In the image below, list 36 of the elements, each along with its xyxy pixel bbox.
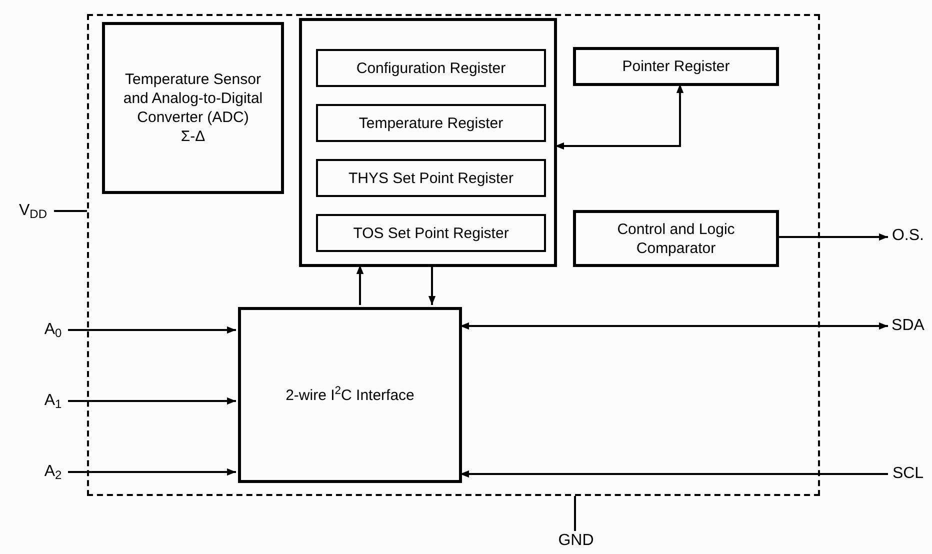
block-label: Control and Logic Comparator: [616, 220, 736, 258]
pin-label: A$_{0}$: [38, 318, 68, 342]
block-label: Temperature Register: [358, 114, 504, 132]
pin-label: A$_{1}$: [38, 389, 68, 413]
block-label: TOS Set Point Register: [353, 224, 509, 242]
block-box: [316, 159, 546, 197]
block-label: THYS Set Point Register: [348, 168, 514, 188]
block-box: [316, 49, 546, 87]
connector-arrow: [356, 265, 364, 305]
pin-label: GND: [556, 531, 596, 551]
connector-arrow: [460, 470, 888, 478]
chip-boundary: [87, 14, 820, 496]
connector-arrow: [68, 468, 236, 476]
connector-arrow: [68, 326, 236, 334]
block-label: Configuration Register: [356, 58, 506, 78]
block-box: [573, 210, 779, 267]
block-box: [573, 47, 779, 86]
pin-label: SCL: [888, 463, 928, 485]
block-label: Pointer Register: [622, 57, 730, 76]
pin-label: O.S.: [888, 225, 928, 247]
pin-label: A$_{2}$: [38, 460, 68, 484]
connector-arrow: [460, 322, 888, 330]
pin-label: SDA: [888, 315, 928, 337]
pin-label: V$_{DD}$: [12, 199, 54, 223]
connector-arrow: [68, 397, 236, 405]
block-box: [238, 307, 462, 483]
connector-arrow: [428, 265, 436, 305]
connector-arrow: [555, 84, 684, 150]
block-box: [316, 214, 546, 252]
block-box: [102, 22, 284, 194]
block-label: Temperature Sensor and Analog-to-Digital Converter (ADC): [122, 70, 264, 127]
connector-arrow: [777, 233, 888, 241]
block-box: [316, 104, 546, 142]
block-label: 2-wire I$^{2}$C Interface: [286, 386, 414, 404]
block-label: Σ-Δ: [180, 127, 206, 146]
register-bank-box: [299, 18, 557, 267]
